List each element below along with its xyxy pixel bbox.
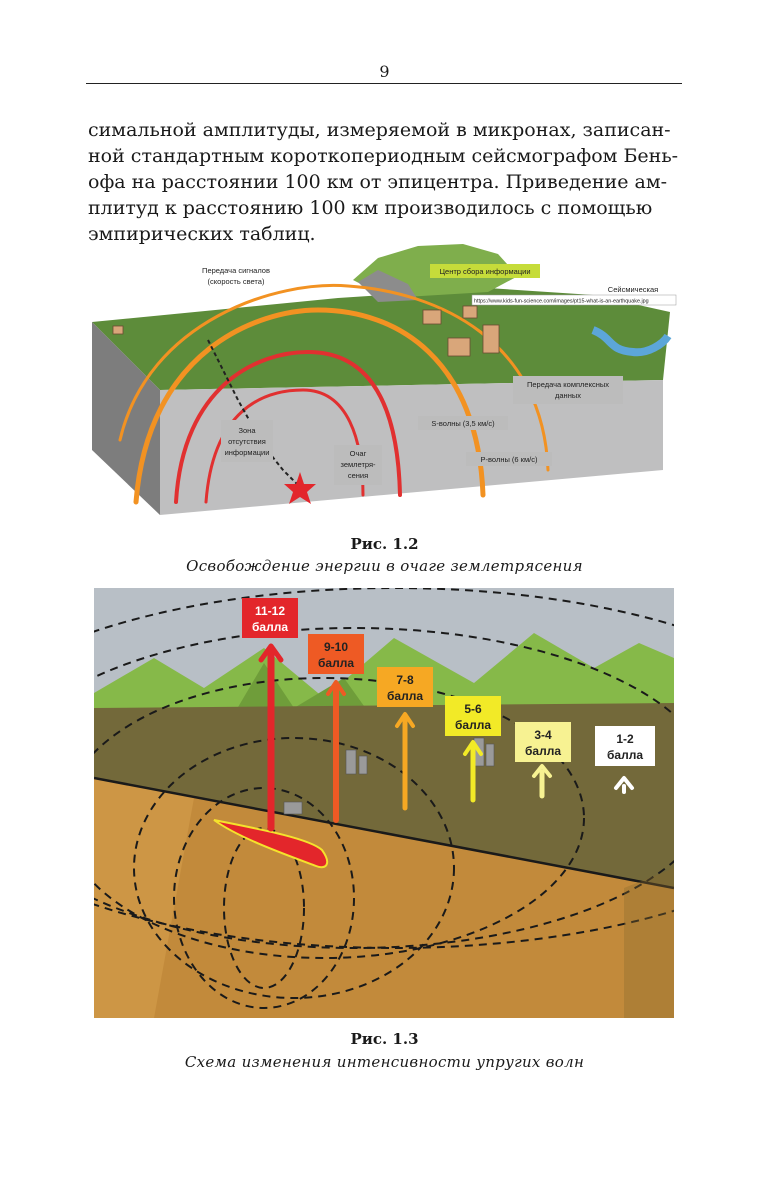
url-box <box>471 294 677 306</box>
figure2-caption-number: Рис. 1.3 <box>350 1030 419 1048</box>
figure1-caption-number: Рис. 1.2 <box>350 535 419 553</box>
building <box>283 801 303 815</box>
house <box>447 337 471 357</box>
wave-ring <box>223 827 305 989</box>
river <box>591 326 672 357</box>
block-right-face <box>624 868 674 1018</box>
intensity-box-11-12 <box>242 598 298 638</box>
wave-ring <box>133 737 455 999</box>
intensity-box-7-8 <box>377 667 433 707</box>
label-complex-data-2: данных <box>555 391 581 400</box>
info-center-box <box>430 264 540 278</box>
complex-data-box <box>513 376 623 404</box>
body-line: плитуд к расстоянию 100 км производилось… <box>88 197 653 219</box>
body-line: ной стандартным короткопериодным сейсмог… <box>88 145 679 167</box>
arrowhead-11-12 <box>258 643 284 663</box>
figure1-caption-text: Освобождение энергии в очаге землетрясен… <box>186 557 583 575</box>
underground-layer <box>94 778 674 1018</box>
house <box>112 325 124 335</box>
body-paragraph: симальной амплитуды, измеряемой в микрон… <box>88 117 680 247</box>
label-url: https://www.kids-fun-science.com/images/… <box>474 299 649 305</box>
intensity-label-3-4-line2: балла <box>525 744 561 758</box>
focus-star <box>284 472 316 504</box>
intensity-scheme-diagram: 11-12 балла 9-10 балла 7-8 балла 5-6 бал… <box>94 588 674 1018</box>
intensity-label-5-6-line1: 5-6 <box>464 702 482 716</box>
fault-line <box>94 776 674 890</box>
focus-box <box>334 445 382 485</box>
house <box>462 305 478 319</box>
body-line: эмпирических таблиц. <box>88 223 316 245</box>
figure2-caption-text: Схема изменения интенсивности упругих во… <box>184 1053 585 1071</box>
earthquake-block-diagram: Передача сигналов (скорость света) Центр… <box>92 244 677 515</box>
intensity-label-11-12-line1: 11-12 <box>255 604 285 618</box>
body-line: офа на расстоянии 100 км от эпицентра. П… <box>88 171 668 193</box>
ground-surface <box>92 288 670 390</box>
page-number: 9 <box>379 62 390 81</box>
fault-line <box>207 339 299 486</box>
intensity-label-7-8-line1: 7-8 <box>396 673 414 687</box>
building <box>345 749 357 775</box>
intensity-label-7-8-line2: балла <box>387 689 423 703</box>
p-waves-box <box>466 452 552 466</box>
intensity-label-11-12-line2: балла <box>252 620 288 634</box>
arrowhead-9-10 <box>326 680 346 696</box>
body-line: симальной амплитуды, измеряемой в микрон… <box>88 119 671 141</box>
label-signal-transfer-2: (скорость света) <box>208 277 265 286</box>
intensity-box-1-2 <box>595 726 655 766</box>
label-no-info-zone-3: информации <box>225 448 270 457</box>
label-focus-3: сения <box>348 471 368 480</box>
wave-ring <box>173 787 355 1009</box>
intensity-box-3-4 <box>515 722 571 762</box>
intensity-label-1-2-line2: балла <box>607 748 643 762</box>
label-focus-1: Очаг <box>350 449 367 458</box>
intensity-box-9-10 <box>308 634 364 674</box>
label-signal-transfer-1: Передача сигналов <box>202 266 270 275</box>
label-info-center: Центр сбора информации <box>439 267 530 276</box>
intensity-label-5-6-line2: балла <box>455 718 491 732</box>
arrowhead-7-8 <box>395 712 415 728</box>
wave-ring <box>94 677 585 959</box>
label-seismic: Сейсмическая <box>608 285 658 294</box>
intensity-label-9-10-line1: 9-10 <box>324 640 348 654</box>
house <box>482 324 500 354</box>
header-rule <box>86 83 682 84</box>
arrowhead-3-4 <box>532 764 552 778</box>
s-wave-arc <box>174 349 402 504</box>
s-waves-box <box>418 416 508 430</box>
label-no-info-zone-2: отсутствия <box>228 437 266 446</box>
p-wave-arc <box>133 307 486 505</box>
label-p-waves: P-волны (6 км/с) <box>481 455 538 464</box>
arrowhead-1-2 <box>614 776 634 790</box>
building <box>358 755 368 775</box>
underground-left <box>94 778 194 1018</box>
building <box>485 743 495 767</box>
intensity-label-1-2-line1: 1-2 <box>616 732 634 746</box>
intensity-box-5-6 <box>445 696 501 736</box>
label-complex-data-1: Передача комплексных <box>527 380 609 389</box>
earthquake-focus <box>213 819 329 869</box>
label-focus-2: землетря- <box>340 460 376 469</box>
label-s-waves: S-волны (3,5 км/с) <box>431 419 495 428</box>
arrowhead-5-6 <box>463 740 483 756</box>
p-wave-arc-outer <box>118 283 550 472</box>
intensity-label-3-4-line1: 3-4 <box>534 728 552 742</box>
house <box>422 309 442 325</box>
label-no-info-zone-1: Зона <box>238 426 256 435</box>
no-info-zone-box <box>221 420 273 462</box>
intensity-label-9-10-line2: балла <box>318 656 354 670</box>
